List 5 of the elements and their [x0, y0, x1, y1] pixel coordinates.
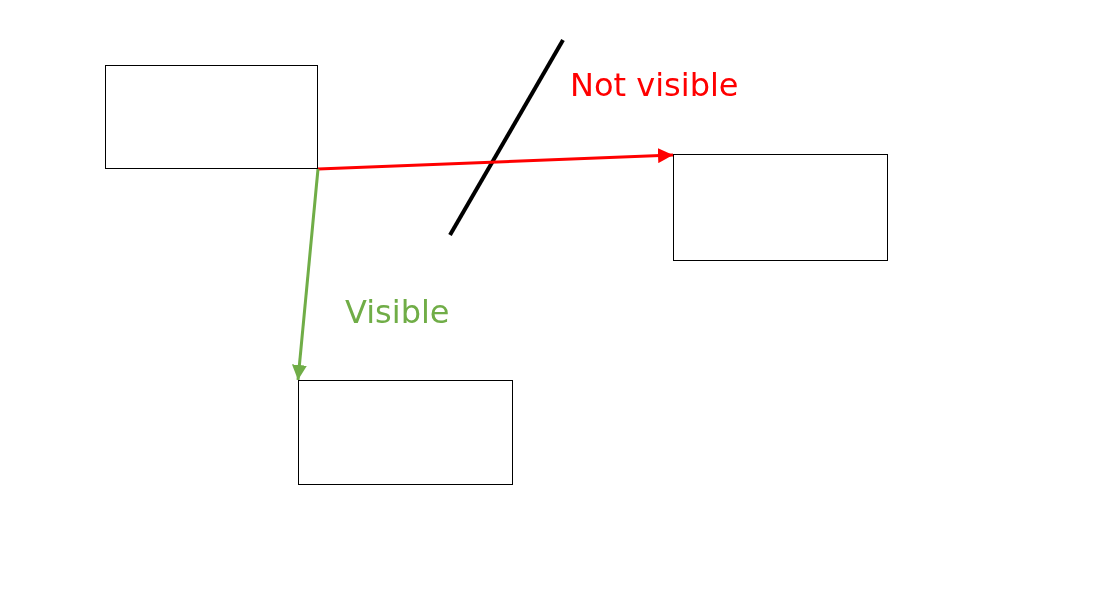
arrow	[291, 168, 320, 381]
rectangle-box	[298, 380, 513, 485]
rectangle-box	[673, 154, 888, 261]
rectangle-box	[105, 65, 318, 169]
arrow	[317, 148, 674, 171]
